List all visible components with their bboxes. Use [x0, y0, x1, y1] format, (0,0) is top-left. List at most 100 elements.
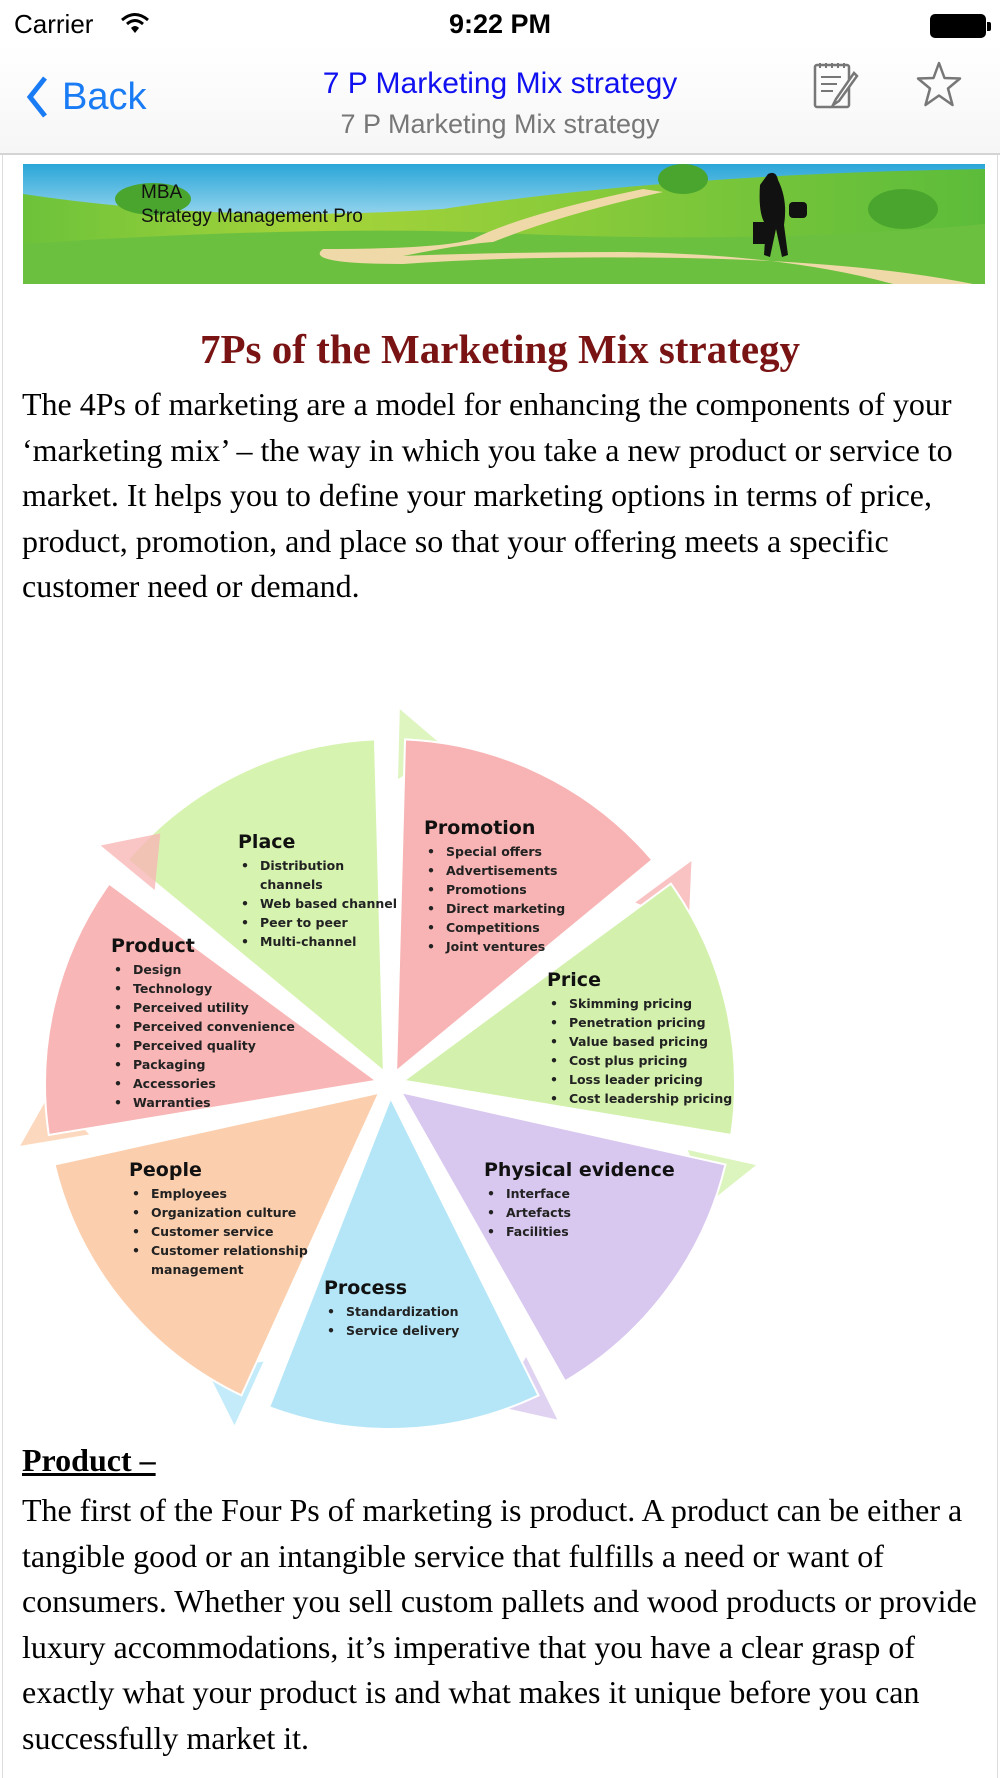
- segment-item: Accessories: [133, 1076, 216, 1091]
- segment-place: Place • Distribution channels • Web based cha…: [126, 709, 447, 1074]
- segment-item: Organization culture: [151, 1205, 296, 1220]
- segment-item: Perceived utility: [133, 1000, 249, 1015]
- star-icon[interactable]: [913, 59, 965, 111]
- bullet: •: [427, 882, 435, 897]
- segment-product: Product • Design • Technology • Perceived util…: [44, 833, 379, 1137]
- section-paragraph: The first of the Four Ps of marketing is…: [22, 1492, 977, 1756]
- segment-label: Place: [238, 831, 295, 853]
- notepad-edit-icon[interactable]: [810, 59, 862, 111]
- segment-label: Physical evidence: [484, 1159, 675, 1181]
- bullet: •: [114, 1095, 122, 1110]
- wifi-icon: [121, 13, 149, 33]
- segment-item: Penetration pricing: [569, 1015, 706, 1030]
- bullet: •: [132, 1186, 140, 1201]
- marketing-mix-diagram: Place • Distribution channels • Web based cha…: [20, 709, 757, 1430]
- segment-people: People • Employees • Organization culture • Cu…: [20, 1091, 381, 1397]
- bullet: •: [114, 1038, 122, 1053]
- segment-item: Perceived convenience: [133, 1019, 295, 1034]
- app-banner: MBA Strategy Management Pro: [23, 164, 985, 284]
- intro-paragraph: The 4Ps of marketing are a model for enh…: [22, 386, 953, 604]
- segment-item: Joint ventures: [445, 939, 545, 954]
- bullet: •: [550, 1091, 558, 1106]
- back-label: Back: [62, 75, 147, 118]
- arrow-head-icon: [100, 833, 161, 890]
- segment-item: Cost leadership pricing: [569, 1091, 732, 1106]
- segment-item: Value based pricing: [569, 1034, 708, 1049]
- segment-wedge: [44, 882, 379, 1137]
- segment-item: Service delivery: [346, 1323, 459, 1338]
- status-bar: Carrier 9:22 PM: [0, 0, 1000, 45]
- segment-label: Price: [547, 969, 601, 991]
- segment-item: Peer to peer: [260, 915, 348, 930]
- segment-label: Promotion: [424, 817, 535, 839]
- bullet: •: [241, 896, 249, 911]
- segment-label: Product: [111, 935, 195, 957]
- bullet: •: [114, 1057, 122, 1072]
- bullet: •: [427, 901, 435, 916]
- bullet: •: [241, 858, 249, 873]
- segment-item: Loss leader pricing: [569, 1072, 703, 1087]
- bullet: •: [132, 1224, 140, 1239]
- segment-item: Artefacts: [506, 1205, 571, 1220]
- segment-wedge: [399, 1090, 727, 1383]
- bullet: •: [327, 1304, 335, 1319]
- nav-subtitle: 7 P Marketing Mix strategy: [340, 109, 660, 139]
- bullet: •: [550, 1072, 558, 1087]
- bullet: •: [132, 1243, 140, 1258]
- segment-item: Packaging: [133, 1057, 206, 1072]
- clock: 9:22 PM: [448, 9, 552, 39]
- segment-wedge: [395, 738, 654, 1074]
- bullet: •: [132, 1205, 140, 1220]
- content-frame: [2, 155, 998, 1778]
- segment-label: People: [129, 1159, 202, 1181]
- bullet: •: [550, 1015, 558, 1030]
- segment-item: Cost plus pricing: [569, 1053, 687, 1068]
- banner-title-line2: Strategy Management Pro: [141, 206, 363, 227]
- bullet: •: [327, 1323, 335, 1338]
- bullet: •: [241, 915, 249, 930]
- bullet: •: [241, 934, 249, 949]
- back-button[interactable]: Back: [26, 75, 146, 119]
- segment-item: Warranties: [133, 1095, 211, 1110]
- bullet: •: [114, 1076, 122, 1091]
- banner-landscape-image: [23, 164, 985, 284]
- segment-item: management: [151, 1262, 244, 1277]
- battery-icon: [930, 14, 991, 38]
- bullet: •: [487, 1224, 495, 1239]
- bullet: •: [114, 1000, 122, 1015]
- chevron-left-icon: [26, 76, 47, 118]
- banner-title-line1: MBA: [141, 182, 183, 203]
- segment-item: Customer service: [151, 1224, 274, 1239]
- segment-item: Design: [133, 962, 181, 977]
- bullet: •: [114, 981, 122, 996]
- segment-item: Technology: [133, 981, 212, 996]
- bullet: •: [427, 863, 435, 878]
- segment-label: Process: [324, 1277, 407, 1299]
- bullet: •: [550, 1034, 558, 1049]
- segment-item: Standardization: [346, 1304, 459, 1319]
- segment-item: Competitions: [446, 920, 540, 935]
- nav-title: 7 P Marketing Mix strategy: [322, 67, 678, 100]
- bullet: •: [550, 1053, 558, 1068]
- segment-item: Employees: [151, 1186, 227, 1201]
- segment-item: Multi-channel: [260, 934, 356, 949]
- section-title: Product –: [22, 1442, 156, 1478]
- segment-item: Interface: [506, 1186, 570, 1201]
- segment-item: channels: [260, 877, 323, 892]
- segment-item: Facilities: [506, 1224, 569, 1239]
- segment-item: Advertisements: [446, 863, 557, 878]
- navigation-bar: Back 7 P Marketing Mix strategy 7 P Mark…: [0, 45, 1000, 155]
- segment-item: Special offers: [446, 844, 542, 859]
- bullet: •: [550, 996, 558, 1011]
- bullet: •: [487, 1205, 495, 1220]
- segment-item: Customer relationship: [151, 1243, 308, 1258]
- segment-item: Distribution: [260, 858, 344, 873]
- bullet: •: [487, 1186, 495, 1201]
- segment-price: Price • Skimming pricing • Penetration prici…: [401, 882, 757, 1204]
- carrier-label: Carrier: [14, 9, 94, 39]
- segment-item: Web based channel: [260, 896, 397, 911]
- bullet: •: [427, 844, 435, 859]
- segment-item: Skimming pricing: [569, 996, 692, 1011]
- segment-item: Perceived quality: [133, 1038, 256, 1053]
- segment-wedge: [53, 1091, 381, 1397]
